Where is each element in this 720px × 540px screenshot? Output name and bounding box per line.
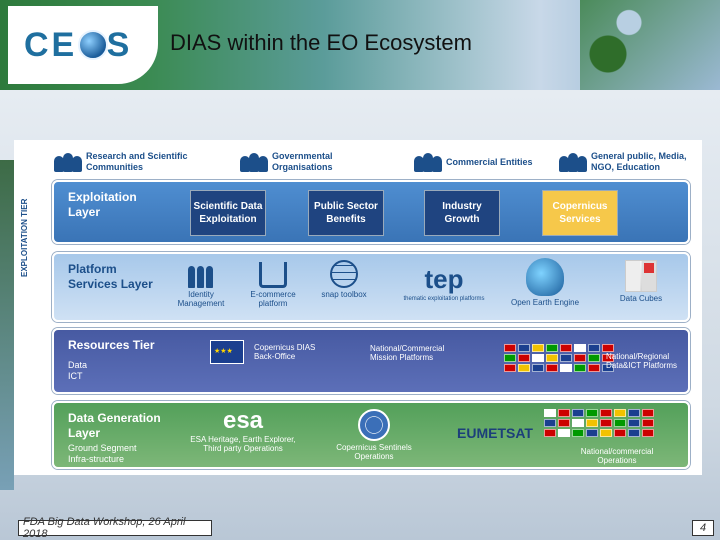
national-commercial-operations: National/commercial Operations [580,447,654,465]
ceos-logo: CEOS [8,6,158,84]
layer-subtitle: Data ICT [68,360,88,381]
copernicus-sentinels-operations: Copernicus Sentinels Operations [324,409,424,461]
people-icon [188,262,214,288]
brain-head-icon [526,258,564,296]
ecommerce-platform: E-commerce platform [238,262,308,308]
esa-logo: esa [222,407,264,434]
data-cubes: Data Cubes [606,260,676,303]
copernicus-dias-backoffice: Copernicus DIAS Back-Office [204,340,324,364]
exploitation-tier-label: EXPLOITATION TIER [20,198,29,278]
box-copernicus-services: Copernicus Services [542,190,618,236]
flags-grid [544,409,654,437]
flags-grid [504,344,614,372]
eumetsat-logo-item: EUMETSAT [440,425,550,441]
people-icon [54,152,82,172]
cart-icon [259,262,287,288]
layer-name: Exploitation Layer [68,190,137,219]
layer-subtitle: Ground Segment Infra-structure [68,443,137,464]
page-number: 4 [692,520,714,536]
snap-toolbox: snap toolbox [314,260,374,299]
globe-icon [330,260,358,288]
tep-platforms: tep thematic exploitation platforms [394,264,494,304]
resources-tier: Resources Tier Data ICT Copernicus DIAS … [52,328,690,394]
eu-flag-icon [210,340,244,364]
open-earth-engine: Open Earth Engine [500,258,590,307]
slide-title: DIAS within the EO Ecosystem [170,30,472,55]
logo-text: CEOS [24,26,132,65]
stakeholder-public: General public, Media, NGO, Education [559,148,701,176]
box-industry-growth: Industry Growth [424,190,500,236]
left-edge-image [0,160,14,490]
globe-icon [78,30,108,60]
platform-services-layer: Platform Services Layer Identity Managem… [52,252,690,322]
ecosystem-diagram: EXPLOITATION TIER Research and Scientifi… [14,140,702,475]
exploitation-layer: Exploitation Layer Scientific Data Explo… [52,180,690,244]
data-generation-layer: Data Generation Layer Ground Segment Inf… [52,401,690,469]
people-icon [240,152,268,172]
identity-management: Identity Management [166,262,236,308]
cubes-icon [625,260,657,292]
header-banner: CEOS DIAS within the EO Ecosystem [0,0,720,90]
stakeholder-research: Research and Scientific Communities [54,148,196,176]
people-icon [414,152,442,172]
national-regional-platforms: National/Regional Data&ICT Platforms [606,352,677,370]
layer-name: Resources Tier [68,338,155,352]
footer-event: FDA Big Data Workshop, 26 April 2018 [18,516,212,540]
satellite-icon [358,409,390,441]
stakeholder-commercial: Commercial Entities [414,148,556,176]
box-public-sector: Public Sector Benefits [308,190,384,236]
box-scientific-data: Scientific Data Exploitation [190,190,266,236]
eumetsat-logo: EUMETSAT [457,425,533,441]
tep-logo: tep [424,264,464,294]
esa-operations: esa ESA Heritage, Earth Explorer, Third … [188,407,298,453]
national-commercial-mission-platforms: National/Commercial Mission Platforms [370,344,445,362]
layer-name: Platform Services Layer [68,262,153,291]
layer-name: Data Generation Layer [68,411,161,440]
stakeholder-governmental: Governmental Organisations [240,148,382,176]
earth-collage-image [580,0,720,90]
people-icon [559,152,587,172]
